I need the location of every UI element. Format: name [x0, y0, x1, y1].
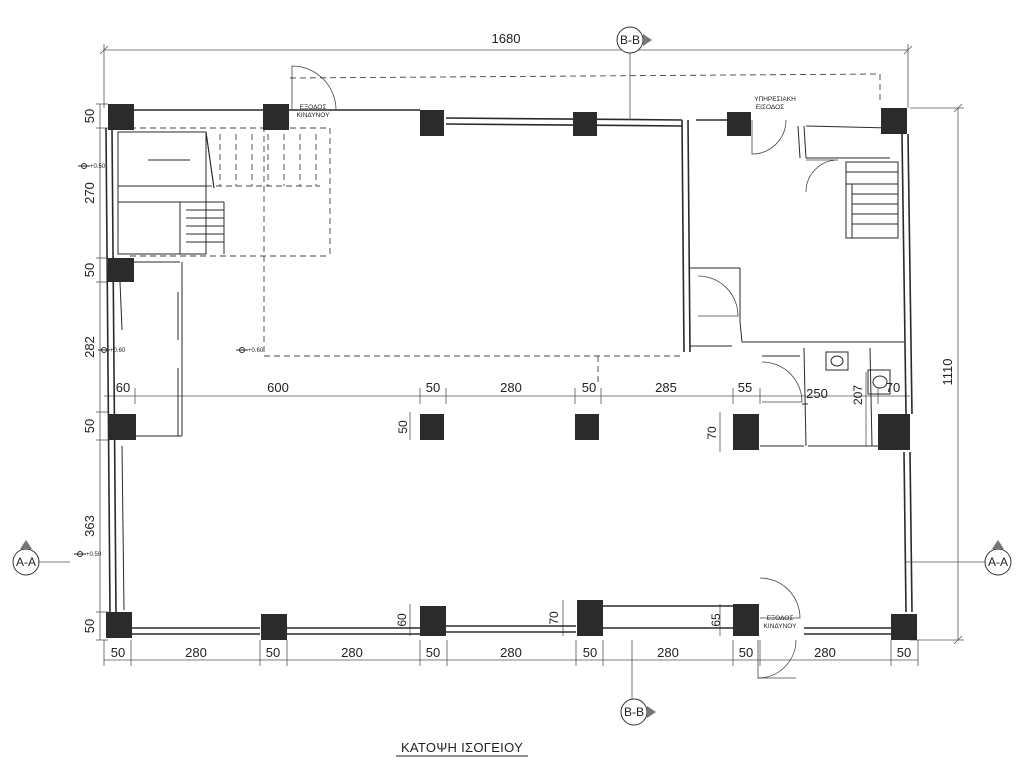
column — [108, 414, 136, 440]
level-marker-3: +0.60 — [248, 348, 264, 354]
level-marker-1: +0.50 — [90, 164, 106, 170]
sanitary-fixtures — [825, 351, 891, 395]
section-bb-bottom-label: B-B — [624, 705, 644, 719]
column — [733, 604, 759, 636]
dim-bottom-4: 50 — [426, 645, 440, 660]
dim-bottom-9: 280 — [814, 645, 836, 660]
section-marker-aa-right: A-A — [906, 540, 1012, 576]
dim-col-1: 70 — [705, 426, 719, 440]
level-marker-2: +0.60 — [110, 348, 126, 354]
level-markers: +0.50 +0.60 +0.60 +0.50 — [74, 163, 264, 558]
exterior-walls — [105, 109, 913, 635]
column — [420, 414, 444, 440]
dim-left-2: 50 — [82, 263, 97, 277]
dim-left-0: 50 — [82, 109, 97, 123]
dim-left-5: 363 — [82, 515, 97, 537]
dim-bottom-1: 280 — [185, 645, 207, 660]
dim-mid-8: 70 — [886, 380, 900, 395]
section-aa-right-label: A-A — [988, 555, 1008, 569]
bottom-dimension-chain: 50 280 50 280 50 280 50 280 50 280 50 — [103, 640, 919, 666]
dim-left-3: 282 — [82, 336, 97, 358]
column — [108, 104, 134, 130]
column — [733, 414, 759, 450]
column — [881, 108, 907, 134]
section-marker-aa-left: A-A — [12, 540, 70, 576]
dim-mid-3: 280 — [500, 380, 522, 395]
dim-bottom-7: 280 — [657, 645, 679, 660]
dim-col-5: 65 — [709, 613, 723, 627]
dim-bottom-5: 280 — [500, 645, 522, 660]
column — [577, 600, 603, 636]
dim-mid-2: 50 — [426, 380, 440, 395]
left-staircase — [117, 131, 320, 255]
level-marker-4: +0.50 — [86, 552, 102, 558]
column — [420, 606, 446, 636]
right-dimension-line: 1110 — [910, 103, 964, 645]
plan-title-text: ΚΑΤΟΨΗ ΙΣΟΓΕΙΟΥ — [401, 740, 523, 755]
dim-left-6: 50 — [82, 619, 97, 633]
room-labels: ΕΞΟΔΟΣ ΚΙΝΔΥΝΟΥ ΥΠΗΡΕΣΙΑΚΗ ΕΙΣΟΔΟΣ ΕΞΟΔΟ… — [297, 96, 798, 630]
dim-mid-1: 600 — [267, 380, 289, 395]
overall-width-label: 1680 — [492, 31, 521, 46]
doors — [291, 65, 839, 679]
dim-col-0: 50 — [396, 420, 410, 434]
dim-bottom-3: 280 — [341, 645, 363, 660]
column-dimensions: 50 70 207 60 70 65 — [395, 372, 867, 636]
dim-col-3: 60 — [395, 613, 409, 627]
middle-dimension-chain: 60 600 50 280 50 285 55 250 70 — [104, 380, 910, 404]
dim-col-2: 207 — [851, 385, 865, 405]
column — [261, 614, 287, 640]
dim-bottom-0: 50 — [111, 645, 125, 660]
emergency-exit-top-line1: ΕΞΟΔΟΣ — [300, 104, 327, 111]
column — [106, 612, 132, 638]
dim-bottom-2: 50 — [266, 645, 280, 660]
right-staircase — [845, 161, 899, 239]
dim-bottom-10: 50 — [897, 645, 911, 660]
overall-depth-label: 1110 — [940, 359, 955, 386]
dim-left-1: 270 — [82, 182, 97, 204]
column — [575, 414, 599, 440]
column — [263, 104, 289, 130]
emergency-exit-top-line2: ΚΙΝΔΥΝΟΥ — [297, 112, 331, 119]
column — [891, 614, 917, 640]
service-entrance-line1: ΥΠΗΡΕΣΙΑΚΗ — [754, 96, 796, 103]
section-bb-top-label: B-B — [620, 33, 640, 47]
emergency-exit-bottom-line1: ΕΞΟΔΟΣ — [767, 615, 794, 622]
dim-mid-4: 50 — [582, 380, 596, 395]
dim-left-4: 50 — [82, 419, 97, 433]
column — [108, 258, 134, 282]
dim-mid-5: 285 — [655, 380, 677, 395]
section-marker-bb-bottom: B-B — [620, 640, 656, 726]
top-dimension-line: 1680 — [99, 31, 913, 108]
dim-mid-0: 60 — [116, 380, 130, 395]
overhead-outline — [130, 73, 881, 386]
emergency-exit-bottom-line2: ΚΙΝΔΥΝΟΥ — [764, 623, 798, 630]
column — [727, 112, 751, 136]
dim-bottom-6: 50 — [583, 645, 597, 660]
dim-bottom-8: 50 — [739, 645, 753, 660]
dim-col-4: 70 — [547, 611, 561, 625]
dim-mid-6: 55 — [738, 380, 752, 395]
column — [573, 112, 597, 136]
left-dimension-chain: 50 270 50 282 50 363 50 — [82, 103, 108, 641]
service-entrance-line2: ΕΙΣΟΔΟΣ — [756, 104, 784, 111]
dim-mid-7: 250 — [806, 386, 828, 401]
interior-walls — [119, 125, 904, 447]
plan-title: ΚΑΤΟΨΗ ΙΣΟΓΕΙΟΥ — [396, 740, 528, 757]
section-marker-bb-top: B-B — [616, 26, 652, 120]
column — [420, 110, 444, 136]
columns — [106, 104, 917, 640]
column — [878, 414, 910, 450]
section-aa-left-label: A-A — [16, 555, 36, 569]
